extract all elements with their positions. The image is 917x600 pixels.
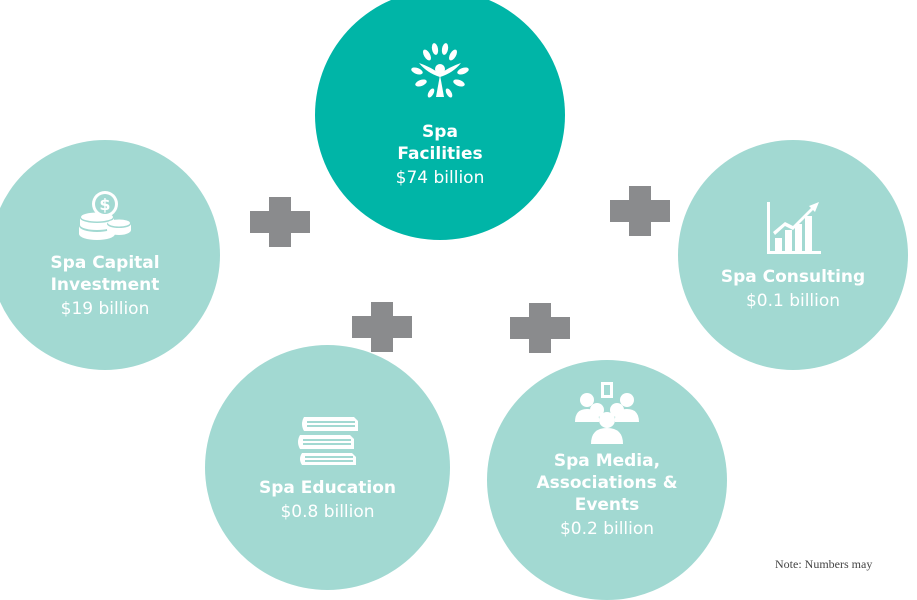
consulting-value: $0.1 billion [745,291,841,311]
capital-name: Spa Capital Investment [50,253,160,295]
facilities-name: Spa Facilities [397,122,483,164]
education-value: $0.8 billion [280,501,375,522]
svg-text:$: $ [99,195,110,214]
education-name: Spa Education [259,477,396,498]
capital-value: $19 billion [60,299,150,319]
audience-icon [575,382,639,444]
plus-icon [352,302,412,352]
plus-icon [610,186,670,236]
facilities-circle: Spa Facilities $74 billion [315,0,565,240]
capital-circle: $ Spa Capital Investment $19 billion [0,140,220,370]
facilities-value: $74 billion [395,168,485,188]
sprout-figure-icon [411,43,469,98]
media-value: $0.2 billion [559,519,655,539]
footnote: Note: Numbers may [775,557,873,571]
plus-icon [250,197,310,247]
media-circle: Spa Media, Associations & Events $0.2 bi… [487,360,727,600]
consulting-circle: Spa Consulting $0.1 billion [678,140,908,370]
consulting-name: Spa Consulting [720,267,866,287]
books-icon [297,416,358,465]
education-circle: Spa Education $0.8 billion [205,345,450,590]
plus-icon [510,303,570,353]
media-name: Spa Media, Associations & Events [536,451,678,515]
growth-chart-icon [767,202,821,254]
coin-stack-icon: $ [79,191,131,240]
